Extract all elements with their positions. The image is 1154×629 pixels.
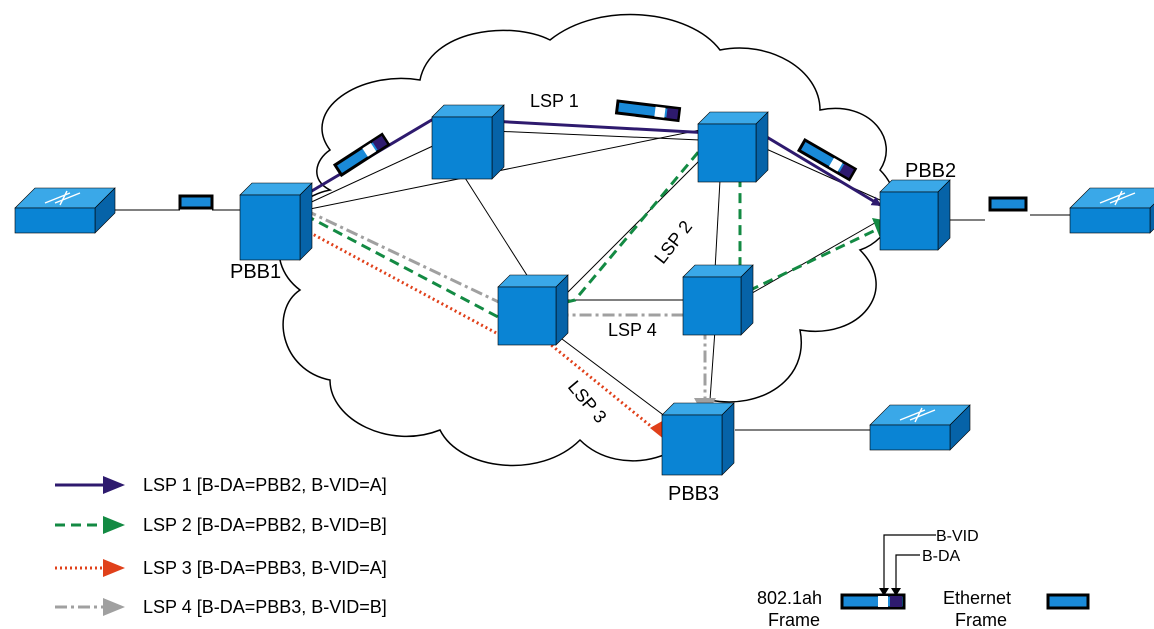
lsp1-label: LSP 1 [530,91,579,111]
ethernet-frame-label-2: Frame [955,610,1007,629]
ethernet-switch-left [14,187,116,234]
b-vid-label: B-VID [936,528,979,545]
core-switch-top-right [697,111,769,183]
legend-lsp1: LSP 1 [B-DA=PBB2, B-VID=A] [143,475,387,495]
core-switch-center [497,274,569,346]
ethernet-switch-bottom [869,404,971,451]
legend: LSP 1 [B-DA=PBB2, B-VID=A] LSP 2 [B-DA=P… [55,475,387,617]
ethernet-frame-left [178,194,214,210]
lsp3-path [304,228,659,434]
pbb2-device [879,179,951,251]
b-da-label: B-DA [922,548,961,565]
legend-lsp2: LSP 2 [B-DA=PBB2, B-VID=B] [143,515,387,535]
frame-8021ah-pbb1 [332,132,391,178]
ethernet-switch-right [1069,187,1154,234]
core-switch-top [431,104,505,180]
legend-lsp4: LSP 4 [B-DA=PBB3, B-VID=B] [143,597,387,617]
pbb3-label: PBB3 [668,483,719,505]
pbb2-label: PBB2 [905,160,956,182]
frame-8021ah-label-1: 802.1ah [757,588,822,608]
pbb1-device [239,182,313,261]
core-switch-right [682,264,754,336]
legend-lsp3: LSP 3 [B-DA=PBB3, B-VID=A] [143,558,387,578]
ethernet-frame-right [988,196,1028,212]
frame-8021ah-lsp1 [614,99,682,123]
pbb1-label: PBB1 [230,261,281,283]
frame-8021ah-pbb2 [796,137,858,182]
frame-8021ah-label-2: Frame [768,610,820,629]
lsp4-label: LSP 4 [608,320,657,340]
pbb3-device [661,402,735,476]
frame-key: B-VID B-DA 802.1ah Frame Ethernet Frame [757,528,1090,629]
ethernet-frame-label-1: Ethernet [943,588,1011,608]
